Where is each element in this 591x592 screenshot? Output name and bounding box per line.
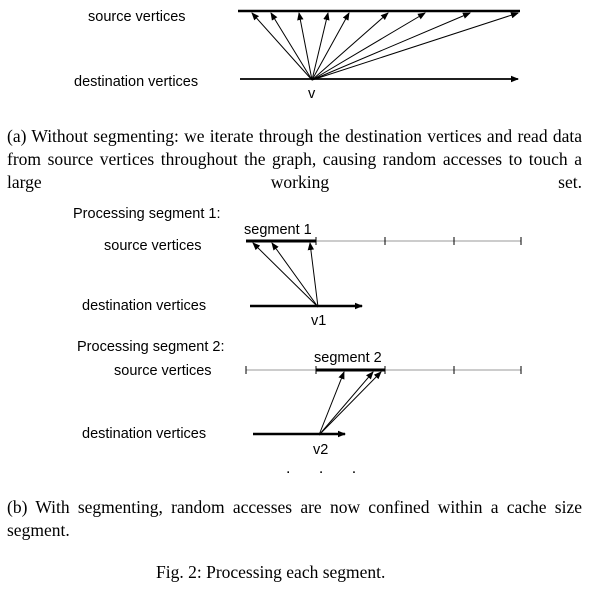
b1-edge [252, 242, 319, 308]
b1-edge [307, 242, 319, 308]
b1-ticks [315, 237, 522, 245]
a-edge [311, 12, 519, 81]
a-edge [297, 12, 313, 81]
b1-segment-label: segment 1 [244, 222, 312, 238]
b2-source-label: source vertices [114, 363, 212, 379]
b1-source-label: source vertices [104, 238, 202, 254]
b2-segment-label: segment 2 [314, 350, 382, 366]
caption-b: (b) With segmenting, random accesses are… [7, 497, 582, 540]
b1-edge [271, 242, 319, 308]
b2-vertex-label: v2 [313, 442, 329, 458]
a-edge [311, 12, 389, 81]
b2-edges [318, 371, 382, 436]
a-edge [311, 12, 350, 81]
b1-edges [252, 242, 319, 308]
a-edge [311, 12, 471, 81]
b1-heading: Processing segment 1: [73, 206, 221, 222]
figure-caption: Fig. 2: Processing each segment. [156, 562, 386, 582]
a-edge [251, 12, 313, 81]
b2-dest-label: destination vertices [82, 426, 207, 442]
a-dest-label: destination vertices [74, 74, 199, 90]
ellipsis: . . . [286, 460, 369, 477]
b1-vertex-label: v1 [311, 313, 327, 329]
a-edge [311, 12, 330, 81]
b2-ticks [245, 366, 522, 374]
b2-edge [318, 371, 382, 436]
b2-edge [318, 371, 345, 436]
a-edge [270, 12, 313, 81]
a-edges [251, 12, 519, 81]
b2-edge [318, 371, 374, 436]
b2-heading: Processing segment 2: [77, 339, 225, 355]
a-vertex-label: v [308, 86, 316, 102]
a-source-label: source vertices [88, 9, 186, 25]
caption-a: (a) Without segmenting: we iterate throu… [7, 126, 582, 192]
b1-dest-label: destination vertices [82, 298, 207, 314]
a-edge [311, 12, 426, 81]
